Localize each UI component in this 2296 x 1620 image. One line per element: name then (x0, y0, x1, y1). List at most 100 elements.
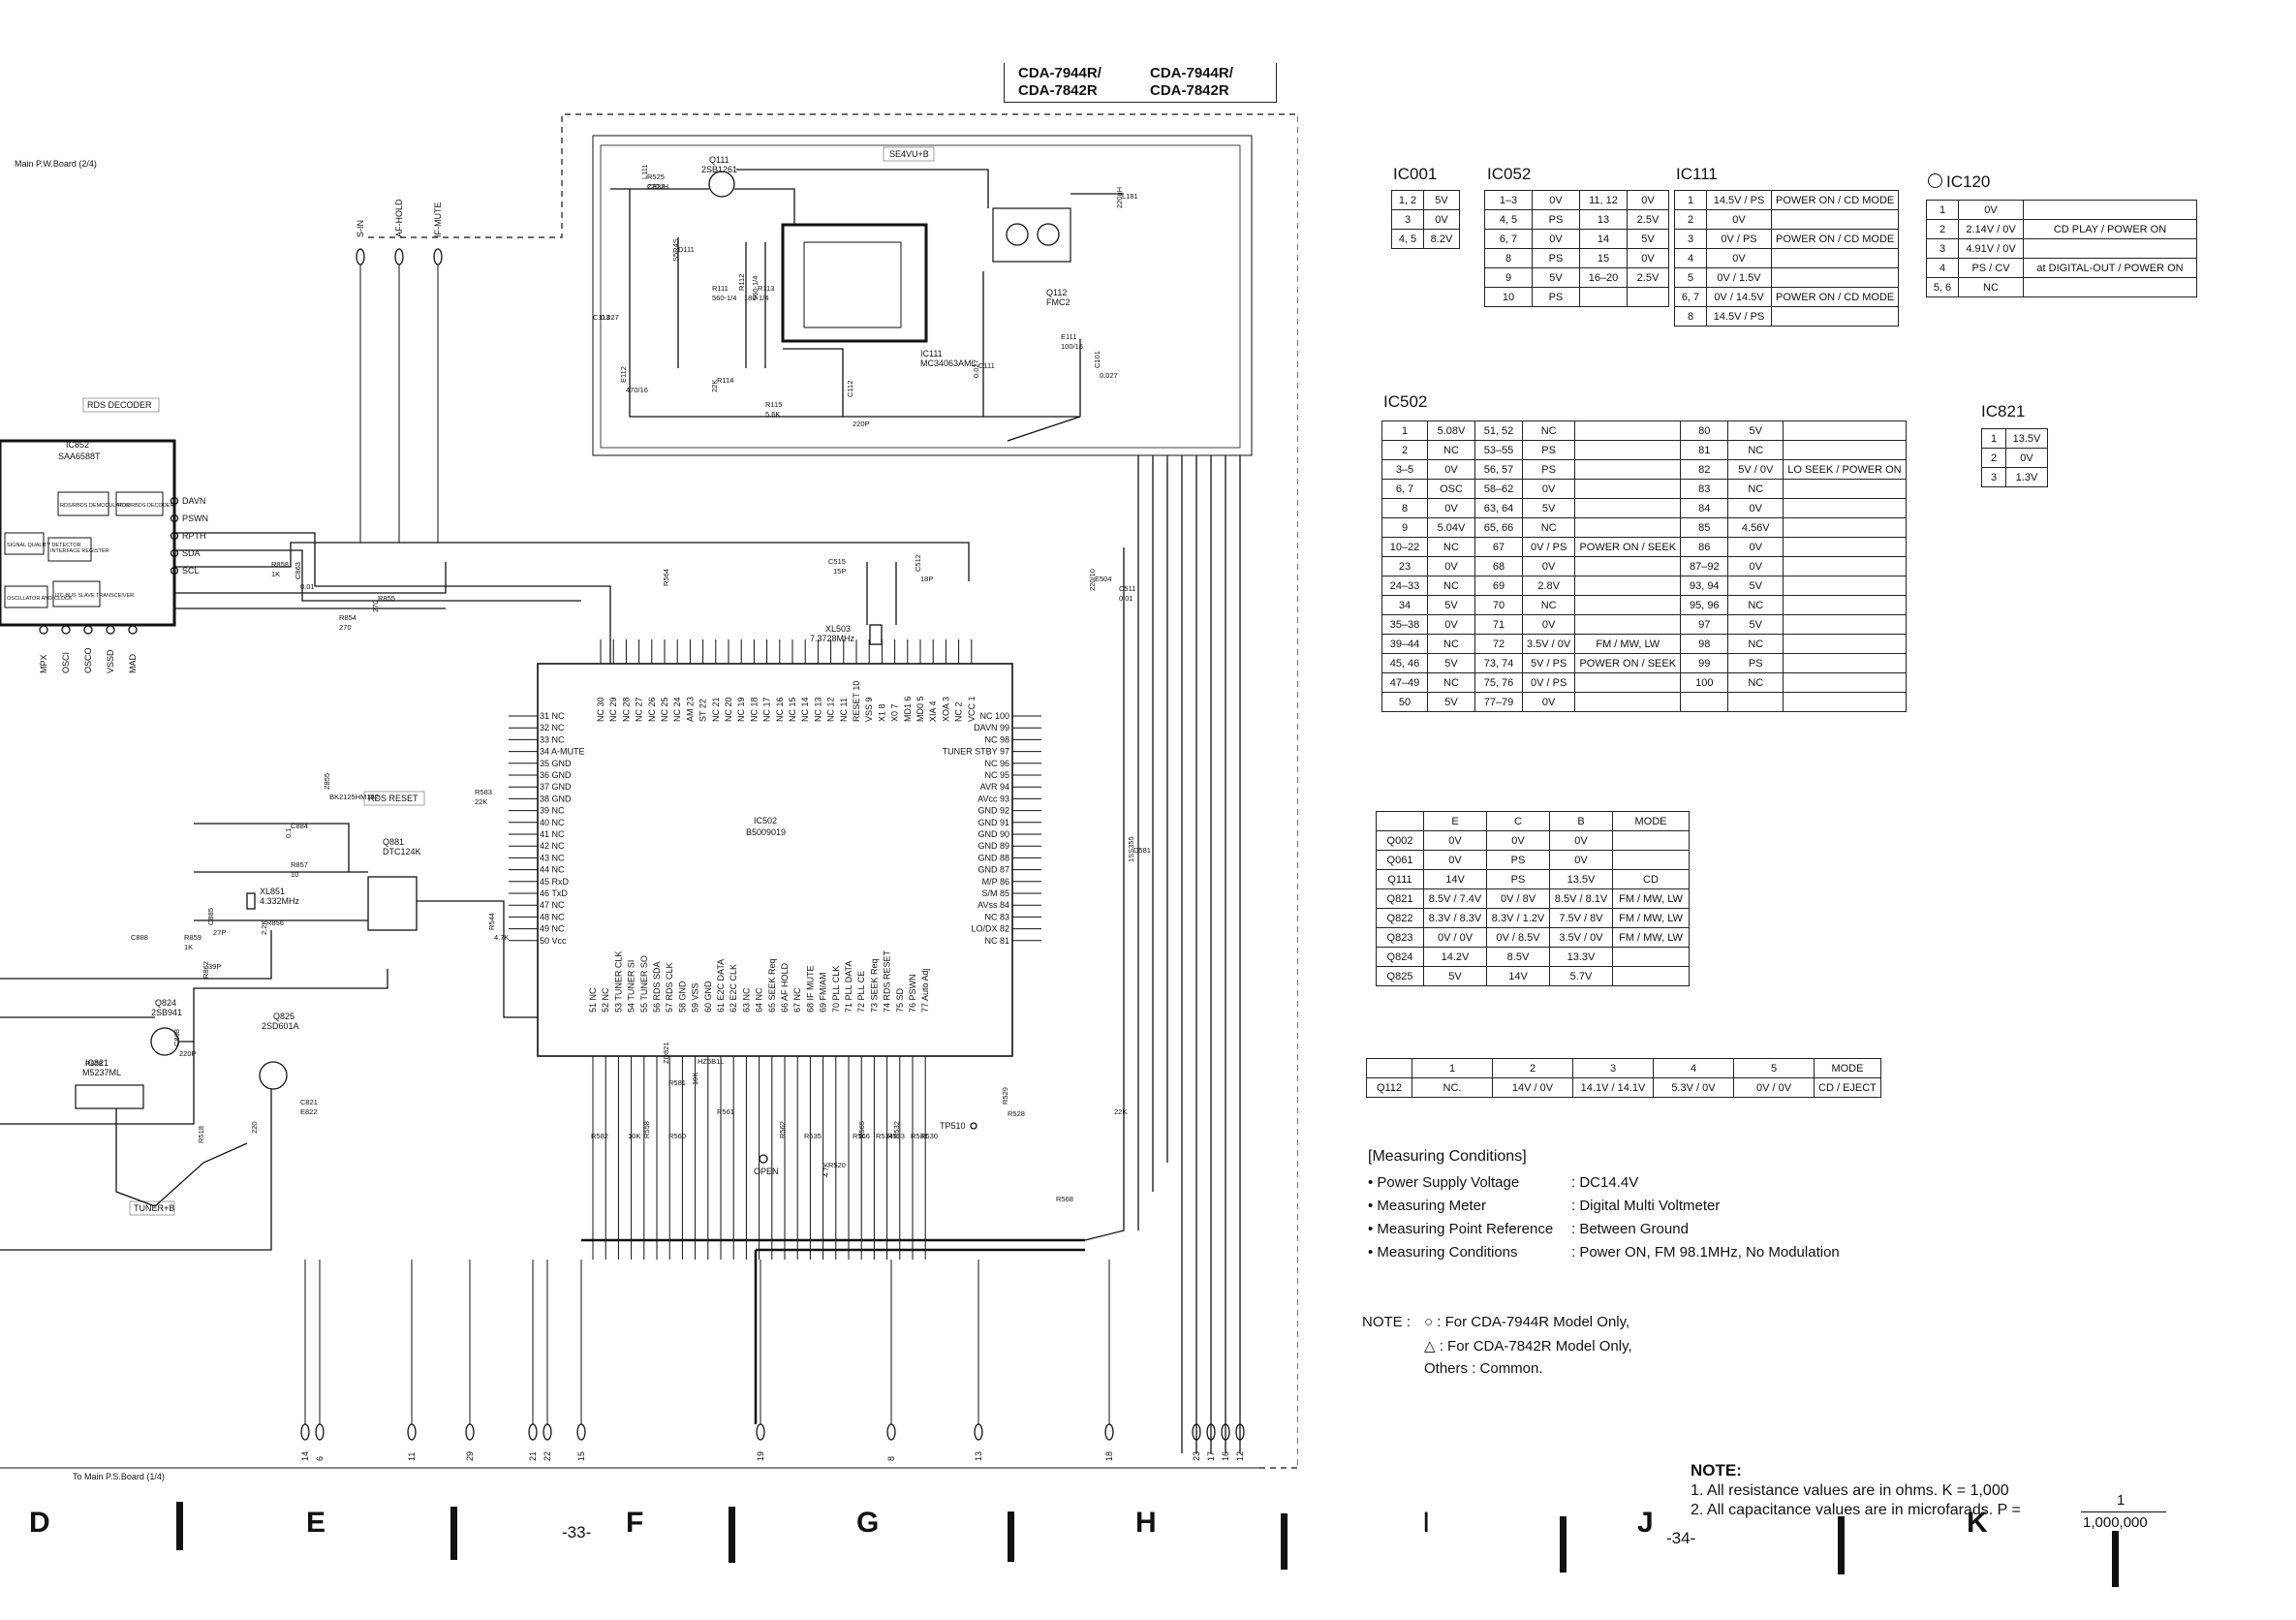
component-label: R112 (737, 274, 746, 291)
table-cell: 0V (1706, 248, 1772, 268)
component-label: L181 (1122, 192, 1138, 201)
component-label: 10K (691, 1073, 699, 1085)
ic852-block-label: RDS/RBDS DECODER (118, 503, 173, 509)
table-cell (1574, 672, 1682, 693)
ic502-left-pin: 50 Vcc (540, 936, 567, 946)
ic502-bottom-pin: 58 GND (677, 981, 687, 1012)
table-cell: 0V (1423, 830, 1487, 851)
ic502-left-pin: 32 NC (540, 723, 565, 732)
table-cell (1770, 306, 1900, 327)
top-connector-label: S-IN (356, 220, 365, 237)
component-label: R568 (1056, 1195, 1073, 1203)
table-cell: 100 (1680, 672, 1729, 693)
ic502-left-pin: 35 GND (540, 759, 572, 768)
ic852-block (115, 491, 164, 516)
component-label: 22K (1114, 1107, 1127, 1116)
table-cell: 8.5V / 7.4V (1423, 888, 1487, 909)
ic502-top-pin: MD1 6 (903, 696, 913, 722)
component-label: R111 (712, 284, 729, 293)
ic502-left-pin: 43 NC (540, 853, 565, 862)
note2-line2: 2. All capacitance values are in microfa… (1691, 1502, 2021, 1518)
table-cell: POWER ON / CD MODE (1770, 190, 1900, 210)
connector-pin (407, 1423, 417, 1441)
component-label: 22K (475, 797, 487, 806)
table-cell: 4.56V (1727, 517, 1784, 538)
grid-letter-d: D (29, 1507, 50, 1539)
table-cell: 0V (1486, 830, 1550, 851)
ic502-bottom-pin: 63 NC (741, 987, 751, 1012)
ic502-right-pin: GND 88 (977, 853, 1009, 862)
connector-pin (394, 248, 404, 265)
table-cell: 0V / PS (1521, 672, 1576, 693)
table-cell: NC (1727, 672, 1784, 693)
table-cell: 4, 5 (1391, 229, 1424, 249)
component-label: R532 (892, 1121, 901, 1138)
component-label: R562 (778, 1121, 787, 1138)
q881-label: Q881 (383, 837, 404, 847)
table-cell: 65, 66 (1474, 517, 1523, 538)
table-cell: 13 (1579, 209, 1628, 230)
table-cell (1783, 634, 1907, 654)
table-cell: 6, 7 (1484, 229, 1533, 249)
table-cell: PS (1727, 653, 1784, 673)
bottom-connector-label: 17 (1206, 1451, 1216, 1461)
pin-circle (128, 625, 138, 635)
table-cell: 34 (1381, 595, 1428, 615)
ic852-pin: SDA (182, 548, 201, 558)
table-cell (1574, 421, 1682, 441)
ic502-right-pin: GND 90 (977, 829, 1009, 839)
ic852-bottom-pin: MAD (128, 654, 138, 674)
component-label: 22K (710, 380, 719, 392)
table-cell: 0V (1727, 556, 1784, 576)
table-cell: 77–79 (1474, 692, 1523, 712)
table-cell: 0V (1427, 459, 1475, 480)
tuner-b-label: TUNER+B (134, 1203, 174, 1213)
note1-line2: △ : For CDA-7842R Model Only, (1424, 1338, 1632, 1355)
measuring-item-value: : Power ON, FM 98.1MHz, No Modulation (1571, 1244, 1840, 1261)
page-number-left: -33- (562, 1523, 592, 1542)
component-label: 1K (184, 943, 193, 951)
table-cell (1783, 614, 1907, 635)
ic502-bottom-pin: 67 NC (792, 987, 802, 1012)
table-cell: 9 (1484, 267, 1533, 288)
table-cell: 1 (1412, 1058, 1493, 1078)
table-cell: 5V (1427, 653, 1475, 673)
table-cell: 0V / 14.5V (1706, 287, 1772, 307)
bottom-connector-label: 6 (315, 1456, 325, 1461)
component-label: 470/16 (626, 386, 648, 394)
connector-pin (465, 1423, 475, 1441)
table-cell (1783, 672, 1907, 693)
ic502-bottom-pin: 64 NC (755, 987, 764, 1012)
ic502-top-pin: NC 13 (813, 697, 822, 722)
ic120-title-text: IC120 (1946, 172, 1991, 191)
table-cell: 14 (1579, 229, 1628, 249)
table-cell: 0V (1427, 498, 1475, 518)
ic502-left-pin: 42 NC (540, 841, 565, 851)
bottom-connector-label: 19 (756, 1451, 765, 1461)
ic052-title: IC052 (1487, 165, 1532, 183)
table-cell: 82 (1680, 459, 1729, 480)
table-cell: 0V (1532, 229, 1580, 249)
component-label: R856 (266, 919, 284, 927)
xl503-label: XL503 (825, 624, 851, 634)
table-cell: 0V (1521, 614, 1576, 635)
note2-frac-den: 1,000,000 (2083, 1514, 2148, 1531)
note2-frac-num: 1 (2117, 1492, 2125, 1509)
connector-pin (576, 1423, 586, 1441)
component-label: 4.7K (494, 933, 509, 942)
ic502-right-pin: GND 92 (977, 806, 1009, 816)
table-cell (1770, 209, 1900, 230)
q824-part: 2SB941 (151, 1008, 182, 1017)
ic502-right-pin: NC 81 (984, 936, 1009, 946)
ic852-bottom-pin: MPX (39, 654, 48, 673)
table-cell: 6, 7 (1381, 479, 1428, 499)
q824-label: Q824 (155, 998, 176, 1008)
